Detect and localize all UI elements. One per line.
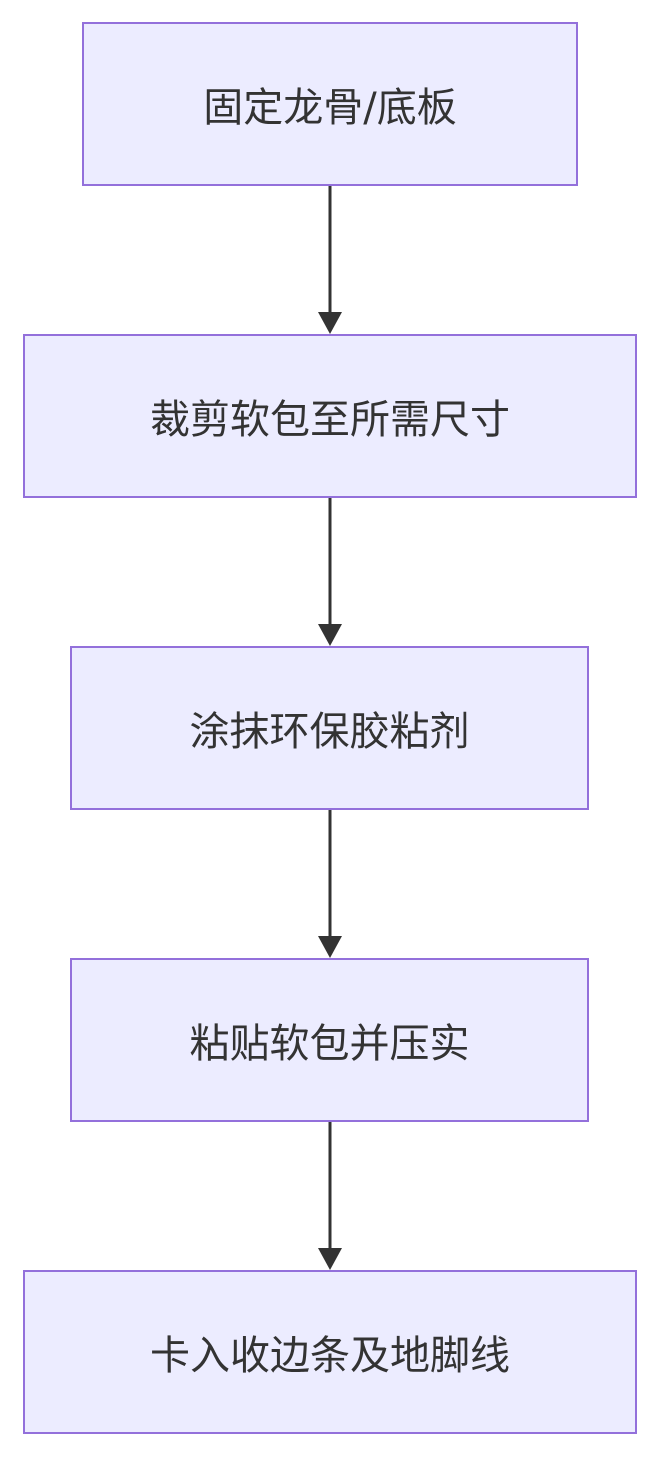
arrowhead-icon (318, 936, 342, 958)
flow-node-fix-keel: 固定龙骨/底板 (82, 22, 578, 186)
flow-node-apply-adhesive: 涂抹环保胶粘剂 (70, 646, 589, 810)
flow-node-label: 卡入收边条及地脚线 (150, 1333, 510, 1379)
flow-node-cut-panel: 裁剪软包至所需尺寸 (23, 334, 637, 498)
edge-4-5 (318, 1122, 342, 1270)
edge-3-4 (318, 810, 342, 958)
edge-1-2 (318, 186, 342, 334)
flow-node-label: 涂抹环保胶粘剂 (189, 709, 470, 755)
flow-node-trim-baseboard: 卡入收边条及地脚线 (23, 1270, 637, 1434)
arrowhead-icon (318, 1248, 342, 1270)
arrowhead-icon (318, 312, 342, 334)
edge-2-3 (318, 498, 342, 646)
flow-node-label: 裁剪软包至所需尺寸 (150, 397, 510, 443)
flow-node-label: 粘贴软包并压实 (189, 1021, 470, 1067)
flow-node-paste-press: 粘贴软包并压实 (70, 958, 589, 1122)
flow-node-label: 固定龙骨/底板 (203, 85, 457, 131)
arrowhead-icon (318, 624, 342, 646)
